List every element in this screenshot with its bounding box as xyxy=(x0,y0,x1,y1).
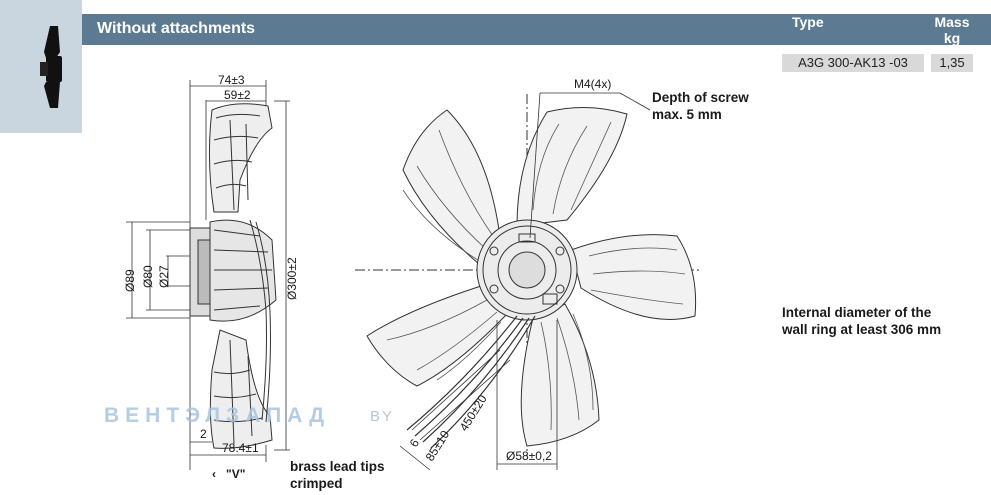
type-value-cell: A3G 300-AK13 -03 xyxy=(782,54,924,72)
dim-80: Ø80 xyxy=(141,265,155,288)
screw-depth-note: Depth of screw max. 5 mm xyxy=(652,89,749,123)
fan-thumbnail-panel xyxy=(0,0,82,133)
dim-89: Ø89 xyxy=(123,269,137,292)
dim-2: 2 xyxy=(200,427,207,441)
dim-59: 59±2 xyxy=(224,88,251,102)
dim-85: 85±10 xyxy=(423,428,453,464)
brass-lead-note: brass lead tips crimped xyxy=(290,458,385,492)
mass-unit: kg xyxy=(943,30,961,46)
mass-value-cell: 1,35 xyxy=(931,54,973,72)
dim-58: Ø58±0,2 xyxy=(506,449,552,463)
page-title: Without attachments xyxy=(97,20,256,37)
wall-ring-line2: wall ring at least 306 mm xyxy=(782,322,942,337)
dim-27: Ø27 xyxy=(157,265,171,288)
mass-label: Mass xyxy=(934,14,970,30)
watermark-suffix: BY xyxy=(370,408,395,425)
view-arrow-icon: ‹ xyxy=(212,467,216,481)
brass-lead-line1: brass lead tips xyxy=(290,459,385,474)
dim-6: 6 xyxy=(407,436,423,449)
wall-ring-line1: Internal diameter of the xyxy=(782,305,932,320)
dim-78: 78.4±1 xyxy=(222,441,259,455)
dim-screw: M4(4x) xyxy=(574,77,611,91)
watermark: ВЕНТЭЛЗАПАД xyxy=(104,404,331,427)
type-column-header: Type xyxy=(792,14,824,30)
dim-450: 450±20 xyxy=(457,392,490,434)
header-bar xyxy=(82,14,991,45)
front-dimensions xyxy=(399,92,651,471)
dim-300: Ø300±2 xyxy=(285,257,299,300)
dim-74: 74±3 xyxy=(218,73,245,87)
screw-depth-line1: Depth of screw xyxy=(652,90,749,105)
side-view xyxy=(189,103,277,449)
view-label: "V" xyxy=(226,467,245,481)
front-view xyxy=(355,94,699,456)
screw-depth-line2: max. 5 mm xyxy=(652,107,722,122)
side-dimensions xyxy=(126,80,290,470)
view-arrow: ‹ "V" xyxy=(212,467,245,481)
brass-lead-line2: crimped xyxy=(290,476,343,491)
fan-side-icon xyxy=(40,26,62,108)
wall-ring-note: Internal diameter of the wall ring at le… xyxy=(782,304,941,338)
mass-column-header: Mass kg xyxy=(932,14,972,46)
